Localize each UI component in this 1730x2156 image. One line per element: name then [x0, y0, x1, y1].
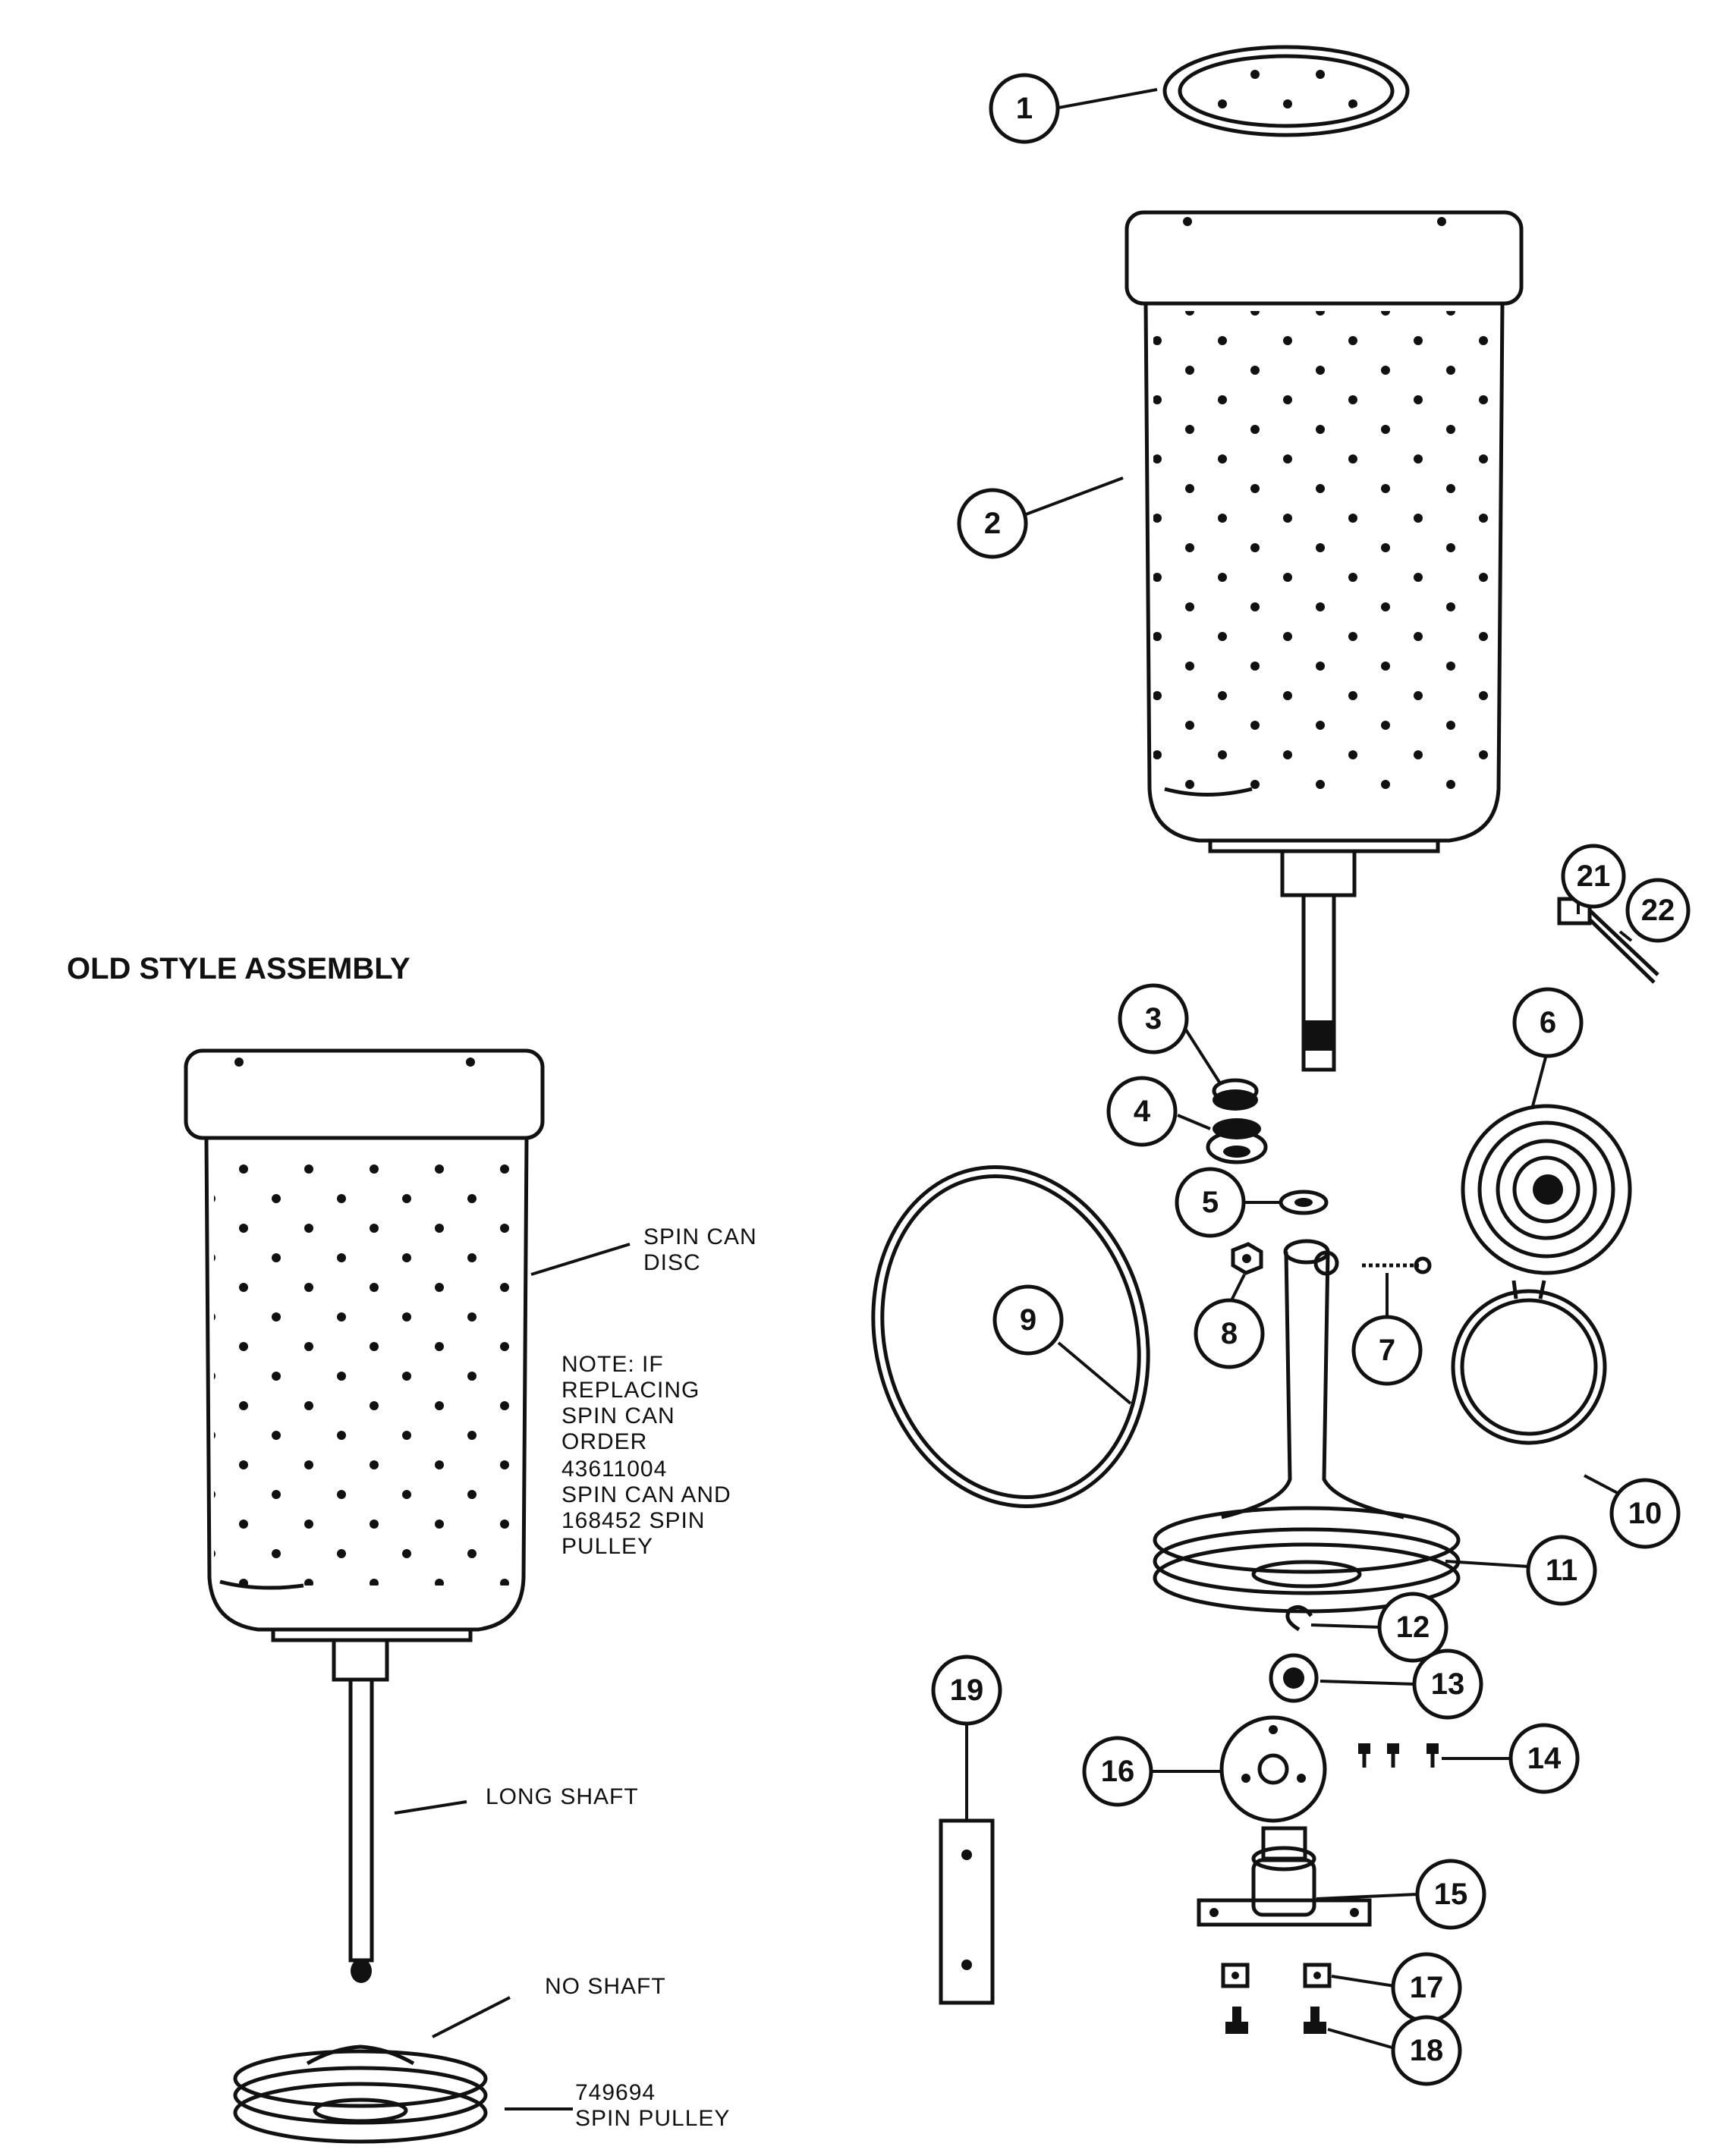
svg-text:SPIN CAN: SPIN CAN	[643, 1224, 757, 1249]
svg-text:43611004: 43611004	[561, 1457, 667, 1482]
callout-12: 12	[1377, 1592, 1448, 1663]
callout-11: 11	[1526, 1535, 1597, 1606]
svg-text:NOTE: IF: NOTE: IF	[561, 1352, 664, 1377]
svg-text:22: 22	[1641, 894, 1675, 927]
svg-text:8: 8	[1221, 1317, 1238, 1350]
callout-18: 18	[1391, 2015, 1462, 2086]
callout-15: 15	[1415, 1859, 1486, 1930]
callout-17: 17	[1391, 1952, 1462, 2023]
svg-text:168452 SPIN: 168452 SPIN	[561, 1508, 705, 1533]
washer-part	[1279, 1190, 1329, 1215]
svg-text:PULLEY: PULLEY	[561, 1534, 653, 1559]
callout-4: 4	[1106, 1076, 1178, 1147]
callout-22: 22	[1625, 878, 1691, 943]
callout-10: 10	[1609, 1478, 1681, 1549]
svg-text:DISC: DISC	[643, 1250, 701, 1275]
pulley-hub-part	[1153, 1239, 1461, 1614]
callout-16: 16	[1082, 1736, 1153, 1807]
belt-part	[871, 1165, 1150, 1508]
hex-nut-part	[1231, 1242, 1263, 1275]
label-spin-can-disc: SPIN CAN DISC	[643, 1224, 757, 1275]
mounting-plate-part	[1219, 1715, 1327, 1823]
svg-text:17: 17	[1410, 1971, 1444, 2004]
svg-text:14: 14	[1527, 1742, 1562, 1775]
spin-pulley-old-part	[233, 2044, 488, 2144]
callout-1: 1	[989, 73, 1060, 144]
svg-text:1: 1	[1016, 92, 1033, 125]
strip-part	[939, 1818, 995, 2005]
strainer-disc-part	[1162, 45, 1410, 137]
svg-text:SPIN PULLEY: SPIN PULLEY	[575, 2106, 730, 2131]
svg-text:ORDER: ORDER	[561, 1429, 647, 1454]
svg-text:16: 16	[1101, 1755, 1135, 1788]
svg-text:REPLACING: REPLACING	[561, 1378, 700, 1403]
svg-text:11: 11	[1546, 1554, 1577, 1587]
label-spin-pulley: 749694 SPIN PULLEY	[575, 2080, 730, 2131]
svg-text:3: 3	[1145, 1002, 1162, 1036]
clip-part	[1285, 1604, 1313, 1632]
spin-can-new-part	[1124, 210, 1524, 1072]
bolt-part	[1362, 1256, 1432, 1274]
seal-part	[1461, 1104, 1632, 1275]
callout-8: 8	[1194, 1298, 1265, 1369]
grommet-parts	[1206, 1078, 1268, 1164]
svg-text:4: 4	[1134, 1095, 1151, 1128]
coupling-part	[1197, 1826, 1372, 1927]
svg-text:SPIN CAN: SPIN CAN	[561, 1403, 675, 1428]
small-bolts-part	[1225, 2007, 1326, 2034]
clips-part	[1221, 1963, 1332, 1988]
label-long-shaft: LONG SHAFT	[486, 1784, 639, 1809]
svg-text:15: 15	[1434, 1878, 1468, 1911]
svg-text:749694: 749694	[575, 2080, 656, 2105]
callout-3: 3	[1118, 983, 1189, 1054]
callout-14: 14	[1508, 1723, 1580, 1794]
svg-text:2: 2	[984, 507, 1001, 540]
svg-text:5: 5	[1202, 1186, 1219, 1219]
svg-text:18: 18	[1410, 2034, 1444, 2067]
callout-6: 6	[1512, 987, 1584, 1058]
label-no-shaft: NO SHAFT	[545, 1974, 666, 1999]
callout-9: 9	[992, 1284, 1064, 1356]
callout-13: 13	[1412, 1648, 1483, 1720]
callout-5: 5	[1175, 1167, 1246, 1238]
svg-text:6: 6	[1540, 1006, 1556, 1039]
callout-2: 2	[957, 488, 1028, 559]
svg-text:SPIN CAN AND: SPIN CAN AND	[561, 1482, 731, 1507]
clamp-ring-part	[1451, 1280, 1607, 1445]
screws-part	[1358, 1743, 1439, 1768]
callout-7: 7	[1351, 1315, 1423, 1386]
svg-text:13: 13	[1431, 1667, 1465, 1701]
section-heading: OLD STYLE ASSEMBLY	[67, 952, 410, 985]
svg-text:21: 21	[1577, 860, 1611, 893]
svg-text:10: 10	[1628, 1497, 1662, 1530]
callout-19: 19	[931, 1655, 1002, 1726]
bearing-part	[1269, 1653, 1319, 1703]
svg-text:7: 7	[1379, 1334, 1395, 1367]
leader-lines	[394, 88, 1633, 2110]
svg-text:19: 19	[950, 1674, 984, 1707]
spin-can-old-part	[184, 1048, 545, 1983]
svg-text:12: 12	[1396, 1611, 1430, 1644]
label-note: NOTE: IF REPLACING SPIN CAN ORDER 436110…	[561, 1352, 731, 1559]
svg-text:9: 9	[1020, 1303, 1036, 1337]
callout-21: 21	[1561, 844, 1626, 909]
